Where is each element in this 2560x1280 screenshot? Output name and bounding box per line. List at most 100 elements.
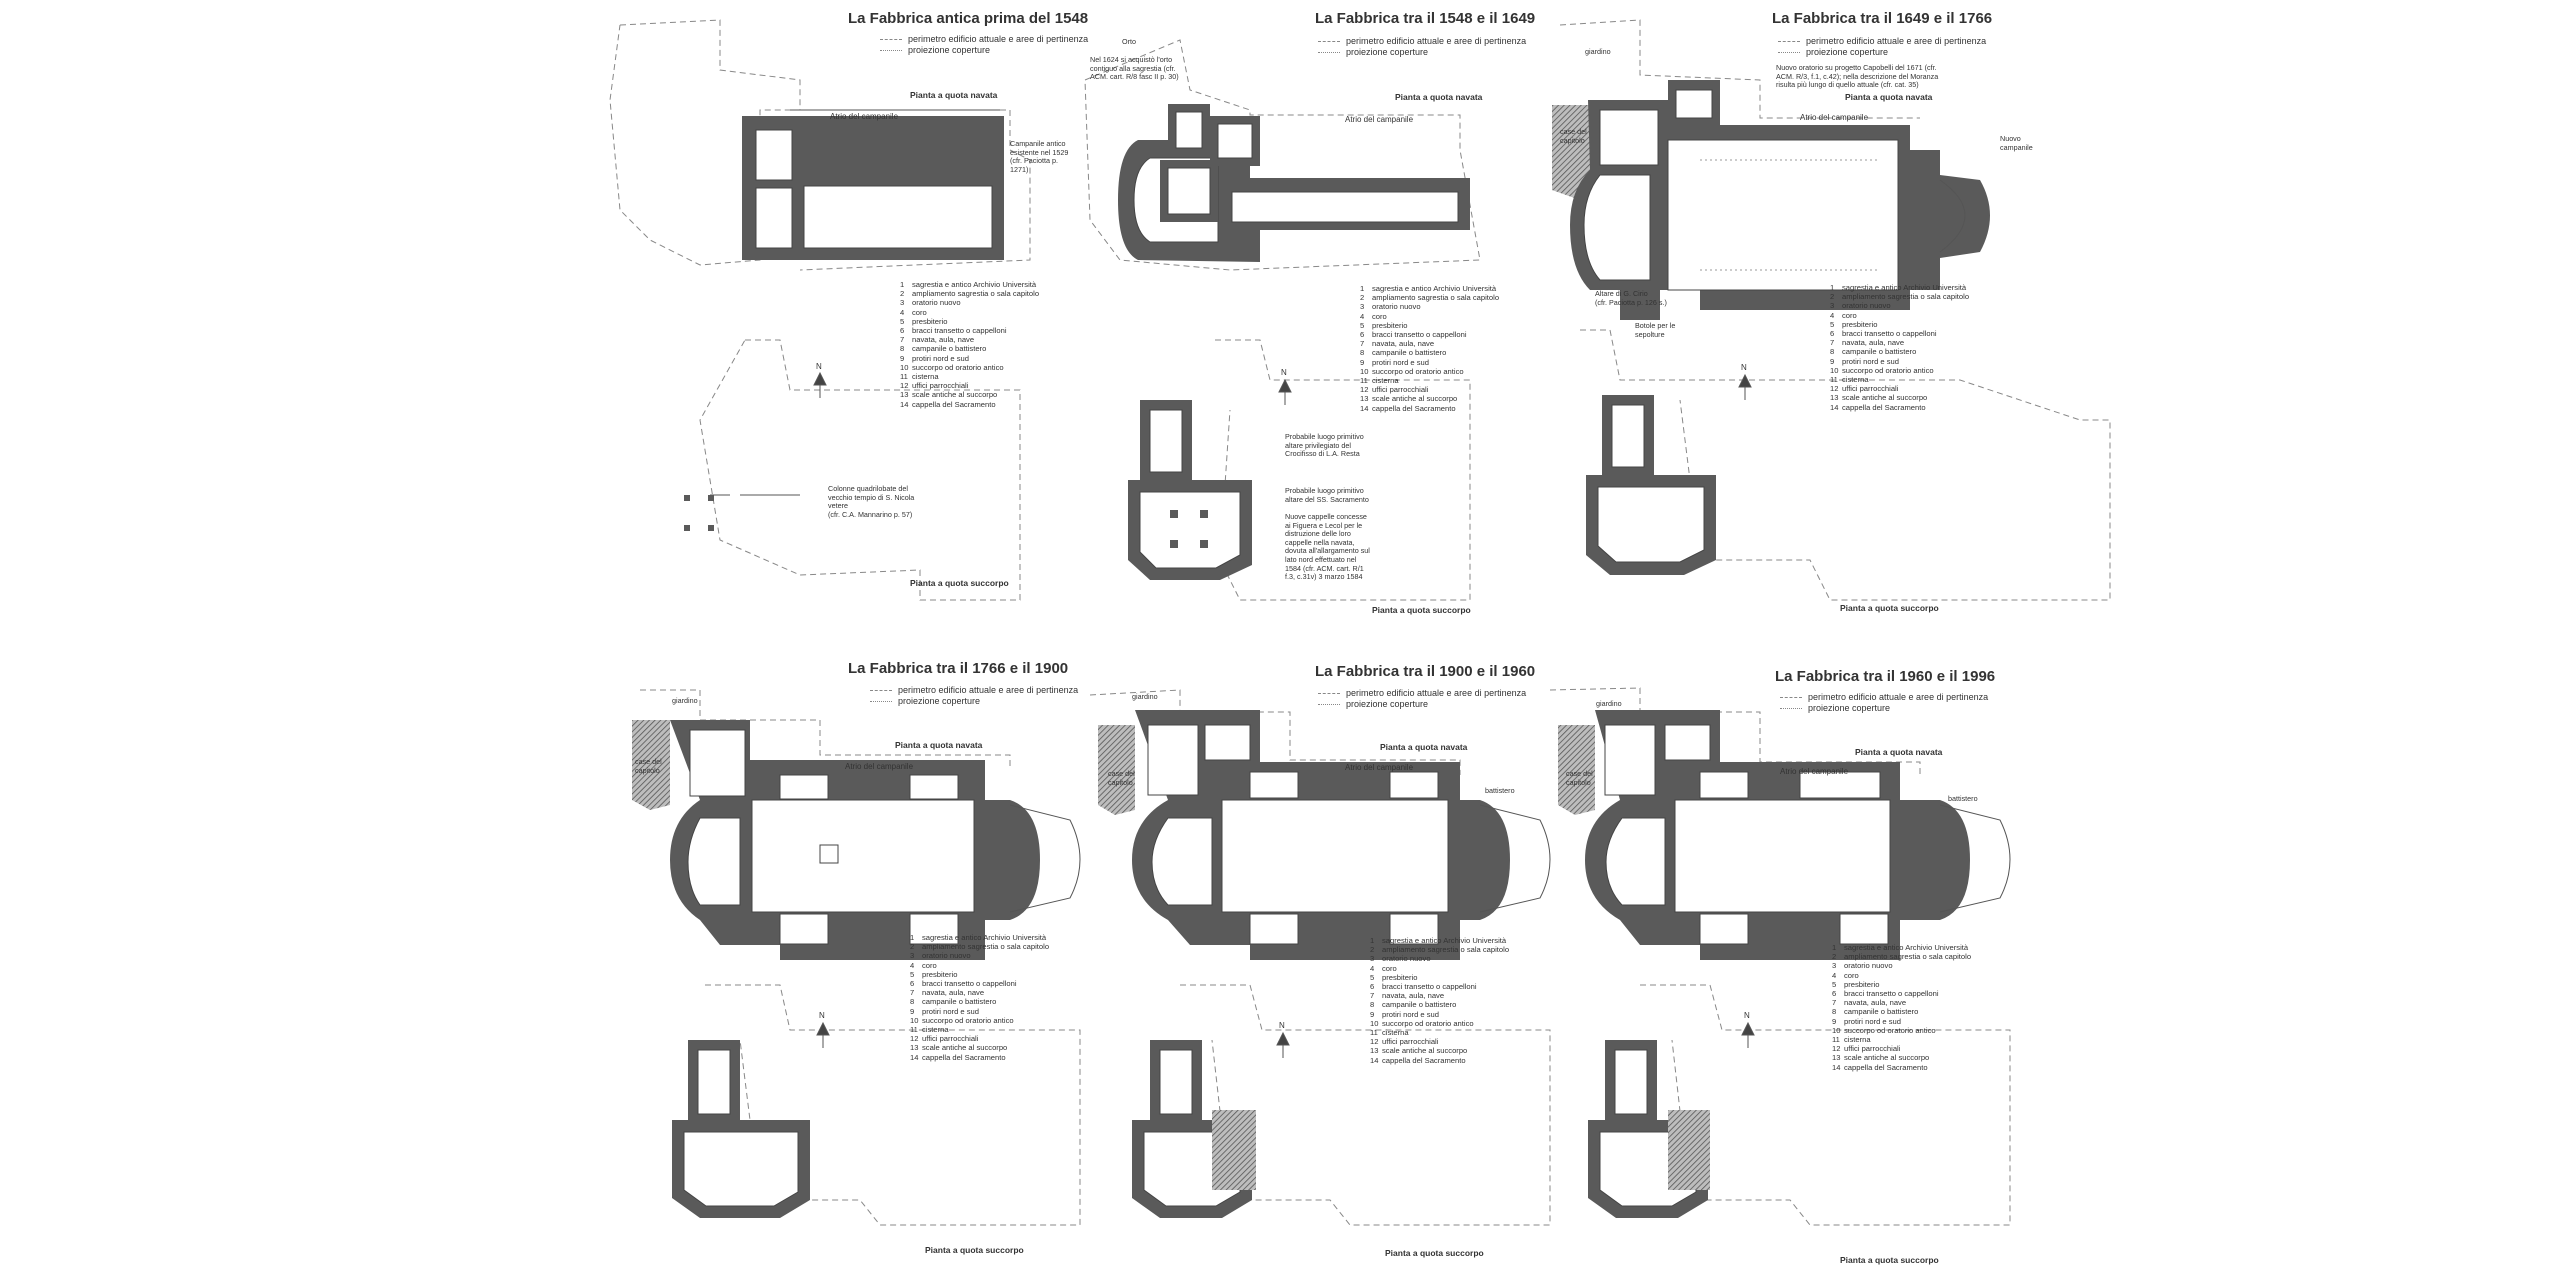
legend-text: bracci transetto o cappelloni: [1372, 330, 1467, 340]
legend-text: coro: [1844, 970, 1859, 980]
panel-4-plan: [632, 689, 1081, 1226]
legend-text: cappella del Sacramento: [1842, 402, 1926, 412]
panel-1-line-legend: perimetro edificio attuale e aree di per…: [880, 34, 1088, 56]
legend-number: 5: [1832, 979, 1837, 989]
legend-number: 12: [1830, 384, 1839, 394]
legend-number: 11: [1830, 375, 1838, 385]
legend-text: uffici parrocchiali: [922, 1034, 979, 1044]
legend-number: 6: [900, 326, 905, 336]
legend-number: 1: [900, 280, 905, 289]
legend-text: cappella del Sacramento: [912, 399, 996, 409]
legend-text: campanile o battistero: [922, 997, 997, 1007]
panel-6-north: N: [1744, 1011, 1750, 1020]
panel-2-title: La Fabbrica tra il 1548 e il 1649: [1315, 10, 1536, 27]
legend-number: 6: [1370, 982, 1375, 992]
panel-6-plan: [1549, 687, 2011, 1226]
legend-text: ampliamento sagrestia o sala capitolo: [912, 289, 1040, 299]
legend-number: 12: [1832, 1044, 1841, 1054]
legend-text: sagrestia e antico Archivio Università: [1382, 936, 1507, 945]
legend-number: 9: [900, 353, 905, 363]
legend-text: ampliamento sagrestia o sala capitolo: [1382, 945, 1510, 955]
legend-number: 3: [910, 951, 915, 961]
legend-row: 1 sagrestia e antico Archivio Università: [900, 280, 1039, 289]
legend-text: sagrestia e antico Archivio Università: [1842, 283, 1967, 292]
legend-number: 14: [1370, 1055, 1379, 1065]
legend-number: 7: [1370, 991, 1375, 1001]
panel-5-plan: [1089, 689, 1551, 1226]
legend-text: navata, aula, nave: [1842, 338, 1905, 348]
panel-3-line-legend: perimetro edificio attuale e aree di per…: [1778, 36, 1986, 58]
legend-number: 4: [910, 960, 915, 970]
legend-number: 2: [910, 942, 915, 952]
legend-number: 7: [1832, 998, 1837, 1008]
legend-number: 14: [1360, 403, 1369, 413]
panel-6-line-legend: perimetro edificio attuale e aree di per…: [1780, 692, 1988, 714]
legend-number: 14: [1832, 1062, 1841, 1072]
panel-3-atrium: Atrio del campanile: [1800, 113, 1869, 122]
legend-number: 10: [900, 362, 909, 372]
legend-text: scale antiche al succorpo: [1372, 394, 1458, 404]
legend-number: 11: [900, 372, 908, 382]
legend-number: 9: [1832, 1016, 1837, 1026]
legend-text: bracci transetto o cappelloni: [1382, 982, 1477, 992]
legend-number: 13: [1360, 394, 1369, 404]
panel-3-north: N: [1741, 363, 1747, 372]
legend-number: 11: [1360, 376, 1368, 386]
legend-number: 10: [1832, 1025, 1841, 1035]
legend-text: succorpo od oratorio antico: [1382, 1018, 1474, 1028]
legend-text: scale antiche al succorpo: [912, 390, 998, 400]
legend-text: presbiterio: [912, 316, 948, 326]
legend-text: cisterna: [1842, 375, 1869, 385]
legend-number: 4: [1370, 963, 1375, 973]
legend-number: 9: [910, 1006, 915, 1016]
legend-number: 3: [1370, 954, 1375, 964]
legend-number: 14: [1830, 402, 1839, 412]
panel-5-north: N: [1279, 1021, 1285, 1030]
legend-number: 8: [1370, 1000, 1375, 1010]
legend-text: navata, aula, nave: [922, 988, 985, 998]
legend-text: protiri nord e sud: [912, 353, 969, 363]
legend-number: 4: [1832, 970, 1837, 980]
legend-number: 3: [1830, 301, 1835, 311]
legend-number: 10: [1360, 366, 1369, 376]
legend-number: 9: [1360, 357, 1365, 367]
panel-4-giardino: giardino: [672, 696, 698, 705]
legend-text: protiri nord e sud: [1372, 357, 1429, 367]
legend-text: navata, aula, nave: [1372, 339, 1435, 349]
legend-row: 9 protiri nord e sud: [900, 354, 1039, 363]
legend-number: 13: [1832, 1053, 1841, 1063]
legend-text: sagrestia e antico Archivio Università: [912, 280, 1037, 289]
panel-3-note-oratorio: Nuovo oratorio su progetto Capobelli del…: [1776, 63, 1939, 90]
legend-number: 9: [1830, 356, 1835, 366]
legend-text: uffici parrocchiali: [1844, 1044, 1901, 1054]
legend-number: 5: [1360, 320, 1365, 330]
legend-text: ampliamento sagrestia o sala capitolo: [922, 942, 1050, 952]
legend-text: coro: [1842, 310, 1857, 320]
panel-6-plan-label: Pianta a quota navata: [1855, 747, 1943, 757]
legend-text: presbiterio: [922, 969, 958, 979]
panel-1-atrium: Atrio del campanile: [830, 112, 899, 121]
legend-text: succorpo od oratorio antico: [1842, 365, 1934, 375]
